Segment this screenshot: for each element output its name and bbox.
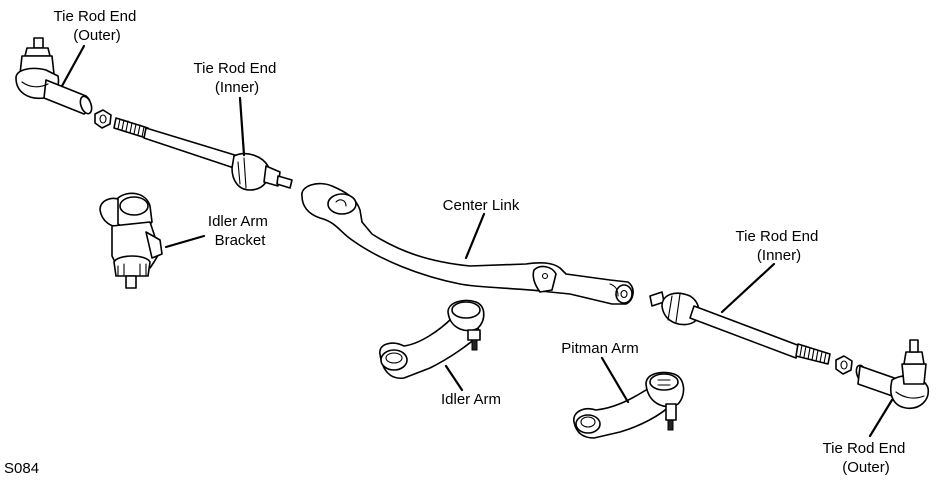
leader-tie-rod-end-outer-left [60,44,86,88]
label-tie-rod-end-outer-left-line2: (Outer) [73,27,121,44]
tie-rod-end-outer-left-part [15,37,93,115]
label-idler-arm: Idler Arm [441,391,501,408]
label-tie-rod-end-outer-left: Tie Rod End (Outer) [54,8,141,44]
leader-tie-rod-end-outer-right [868,398,894,438]
label-tie-rod-end-inner-left-line2: (Inner) [215,79,259,96]
label-tie-rod-end-inner-left-line1: Tie Rod End [194,60,277,77]
leader-tie-rod-end-inner-left [238,96,246,157]
label-tie-rod-end-outer-right-line1: Tie Rod End [823,440,906,457]
label-tie-rod-end-inner-left: Tie Rod End (Inner) [194,60,281,96]
label-tie-rod-end-inner-right-line1: Tie Rod End [736,228,819,245]
tie-rod-end-outer-right-part [855,339,930,410]
label-idler-arm-bracket-line2: Bracket [215,232,267,249]
jam-nut-left [94,109,112,129]
leader-tie-rod-end-inner-right [720,262,776,314]
leader-lines [60,44,894,438]
label-tie-rod-end-inner-right: Tie Rod End (Inner) [736,228,823,264]
center-link-part [301,182,634,305]
idler-arm-part [379,299,485,379]
tie-rod-end-inner-right-part [649,291,831,365]
label-idler-arm-bracket-line1: Idler Arm [208,213,268,230]
label-idler-arm-bracket: Idler Arm Bracket [208,213,272,249]
jam-nut-right [835,355,853,375]
label-tie-rod-end-outer-right-line2: (Outer) [842,459,890,476]
label-pitman-arm: Pitman Arm [561,340,639,357]
label-center-link: Center Link [443,197,520,214]
label-tie-rod-end-inner-right-line2: (Inner) [757,247,801,264]
label-tie-rod-end-outer-left-line1: Tie Rod End [54,8,137,25]
leader-idler-arm [444,364,464,392]
leader-pitman-arm [600,356,630,404]
idler-arm-bracket-part [99,192,163,289]
label-tie-rod-end-outer-right: Tie Rod End (Outer) [823,440,910,476]
leader-idler-arm-bracket [164,234,206,249]
tie-rod-end-inner-left-part [113,117,293,191]
figure-code: S084 [4,460,39,477]
leader-center-link [464,212,486,260]
pitman-arm-part [573,371,685,439]
